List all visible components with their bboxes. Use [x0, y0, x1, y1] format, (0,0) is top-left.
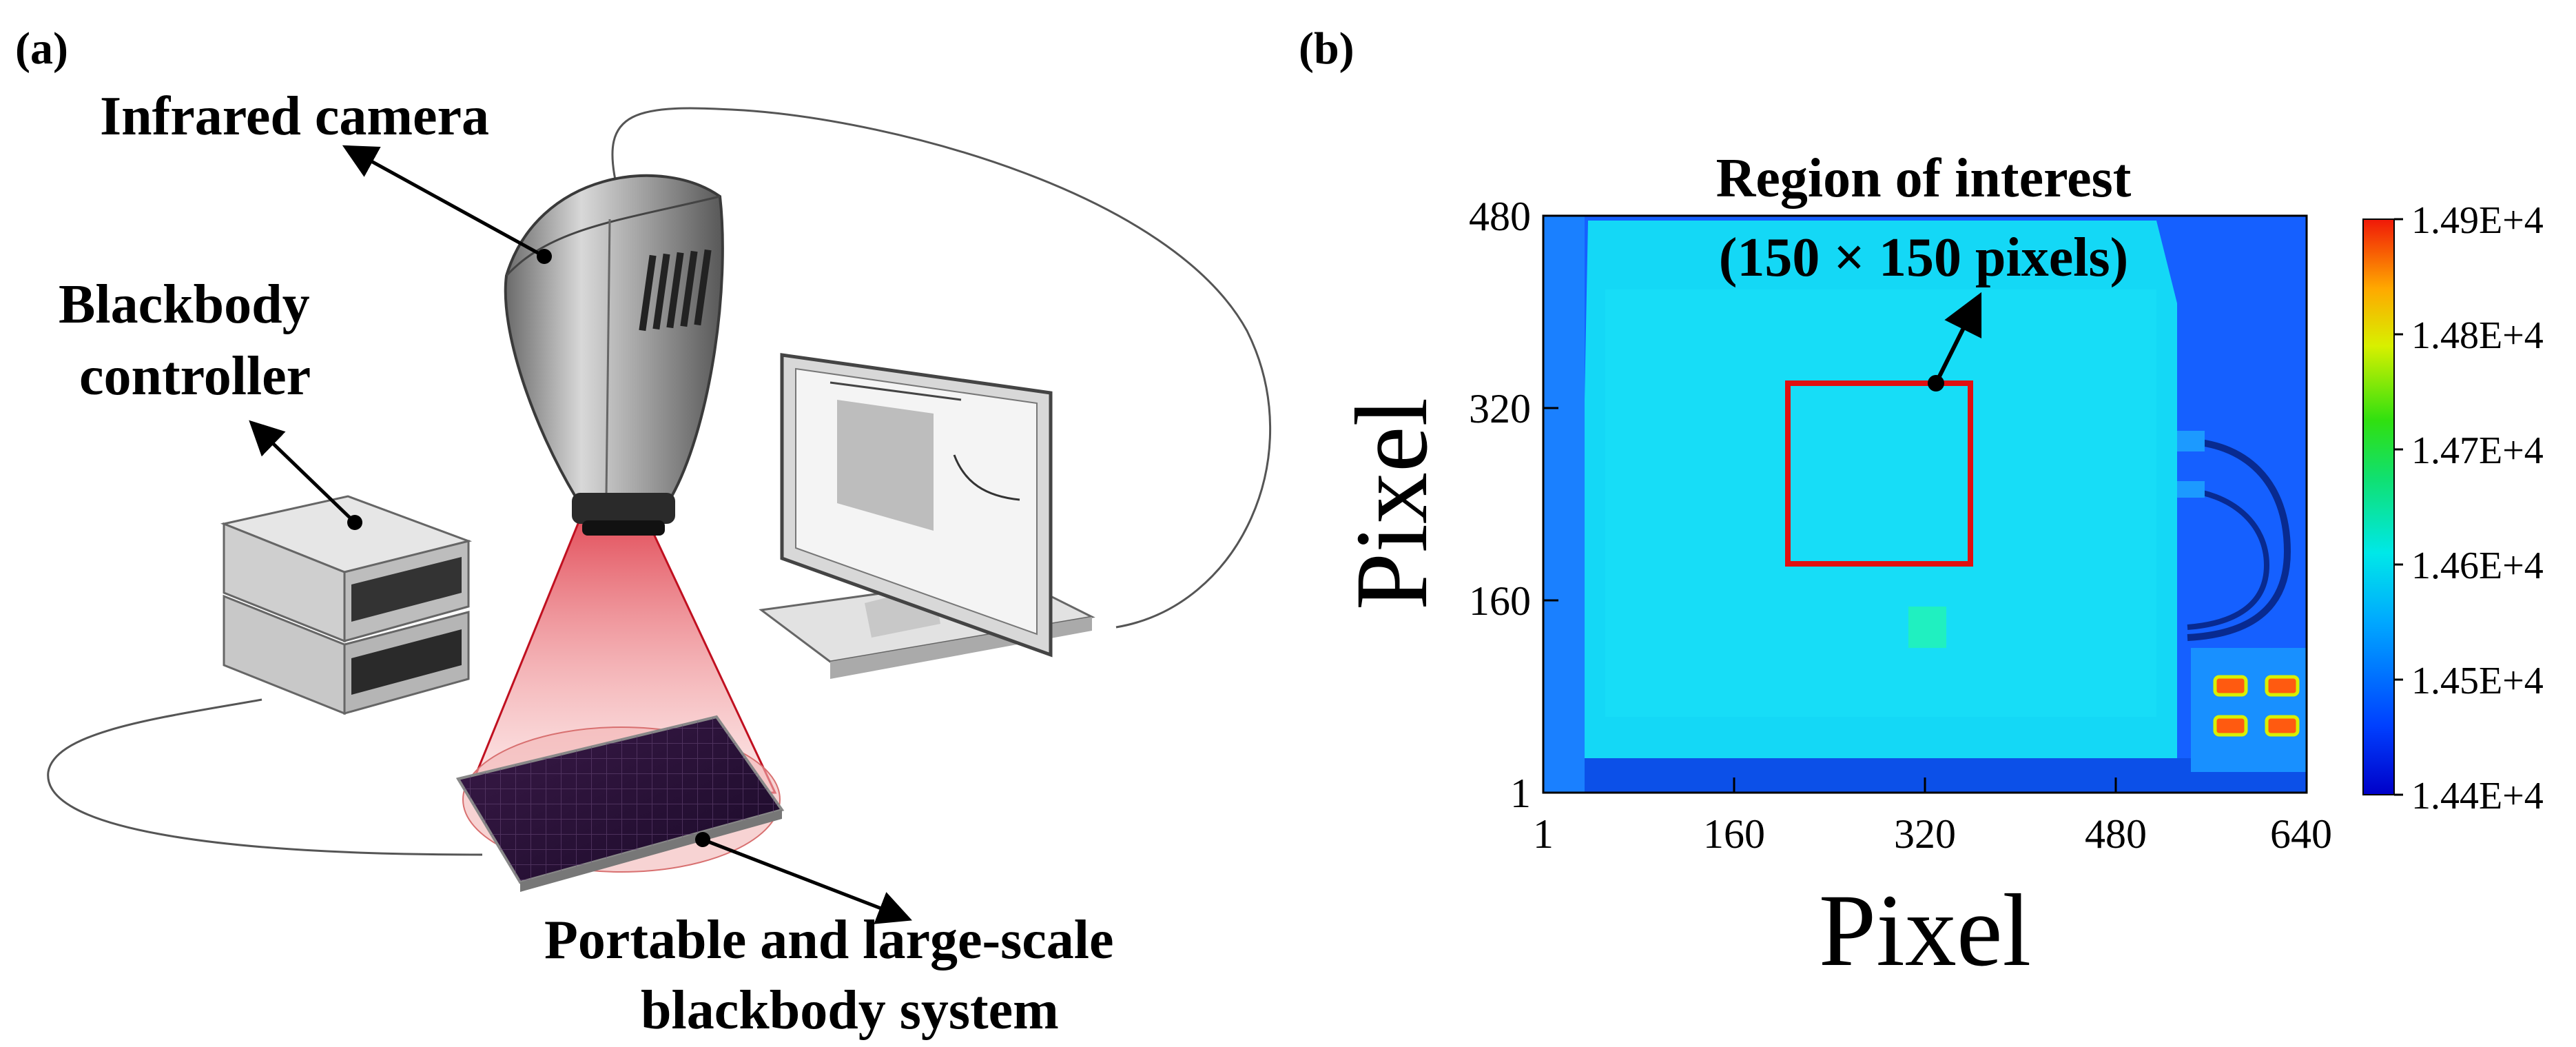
controller-label-line2: controller — [79, 346, 311, 407]
thermal-blackbody-region — [1578, 221, 2177, 758]
colorbar-tick-2: 1.47E+4 — [2411, 429, 2544, 472]
x-axis-title: Pixel — [1819, 873, 2031, 988]
x-tick-480: 480 — [2085, 811, 2147, 857]
system-label-line1: Portable and large-scale — [544, 910, 1113, 970]
blackbody-plate — [455, 715, 785, 892]
thermal-connector-2 — [2177, 481, 2205, 498]
controller-pointer — [249, 420, 356, 524]
thermal-left-edge — [1543, 216, 1585, 793]
thermal-cable — [2180, 438, 2291, 641]
panel-a: (a) — [15, 23, 1272, 1041]
colorbar-tick-5: 1.44E+4 — [2411, 775, 2544, 817]
controller-cable — [47, 698, 483, 856]
colorbar-tick-4: 1.45E+4 — [2411, 660, 2544, 702]
y-tick-1: 1 — [1510, 771, 1531, 816]
colorbar-tick-0: 1.49E+4 — [2411, 199, 2544, 242]
panel-b-label: (b) — [1299, 23, 1354, 74]
controller-pointer-dot — [347, 515, 362, 530]
x-tick-160: 160 — [1703, 811, 1765, 857]
x-tick-640: 640 — [2270, 811, 2332, 857]
y-axis — [1543, 214, 1558, 794]
roi-pointer-dot — [1928, 375, 1944, 392]
roi-label-line1: Region of interest — [1716, 148, 2132, 209]
system-label-line2: blackbody system — [641, 980, 1059, 1041]
colorbar-ticks — [2394, 218, 2403, 796]
roi-label-line2: (150 × 150 pixels) — [1719, 227, 2128, 288]
colorbar-tick-1: 1.48E+4 — [2411, 314, 2544, 357]
monitor — [759, 353, 1095, 679]
controller-label-line1: Blackbody — [59, 274, 310, 335]
thermal-image — [1543, 216, 2307, 793]
region-of-interest-box — [1785, 380, 1973, 567]
camera-label: Infrared camera — [100, 86, 489, 147]
thermal-inner-glow — [1605, 289, 2156, 717]
thermal-cable-2 — [2180, 487, 2270, 630]
camera-pointer-dot — [537, 249, 552, 264]
thermal-hot-spots — [2213, 675, 2300, 737]
thermal-spot — [1908, 607, 1946, 648]
panel-a-label: (a) — [15, 23, 68, 74]
camera-cable — [611, 107, 1272, 629]
y-tick-160: 160 — [1469, 578, 1531, 624]
x-tick-320: 320 — [1894, 811, 1956, 857]
x-axis — [1542, 777, 2308, 793]
y-tick-480: 480 — [1469, 194, 1531, 239]
blackbody-controller — [220, 495, 473, 715]
colorbar-tick-3: 1.46E+4 — [2411, 545, 2544, 587]
system-pointer-dot — [695, 832, 710, 847]
colorbar — [2362, 218, 2395, 795]
y-tick-320: 320 — [1469, 386, 1531, 431]
panel-b: (b) — [1299, 23, 2544, 988]
thermal-connector — [2177, 431, 2205, 451]
y-axis-title: Pixel — [1335, 398, 1449, 610]
thermal-device-box — [2191, 648, 2307, 772]
infrared-camera — [504, 174, 724, 536]
roi-pointer — [1934, 292, 1982, 385]
camera-vents — [639, 249, 712, 332]
system-pointer — [702, 837, 912, 924]
thermal-bottom-band — [1578, 758, 2307, 793]
x-tick-1: 1 — [1533, 811, 1554, 857]
camera-pointer — [342, 145, 546, 258]
